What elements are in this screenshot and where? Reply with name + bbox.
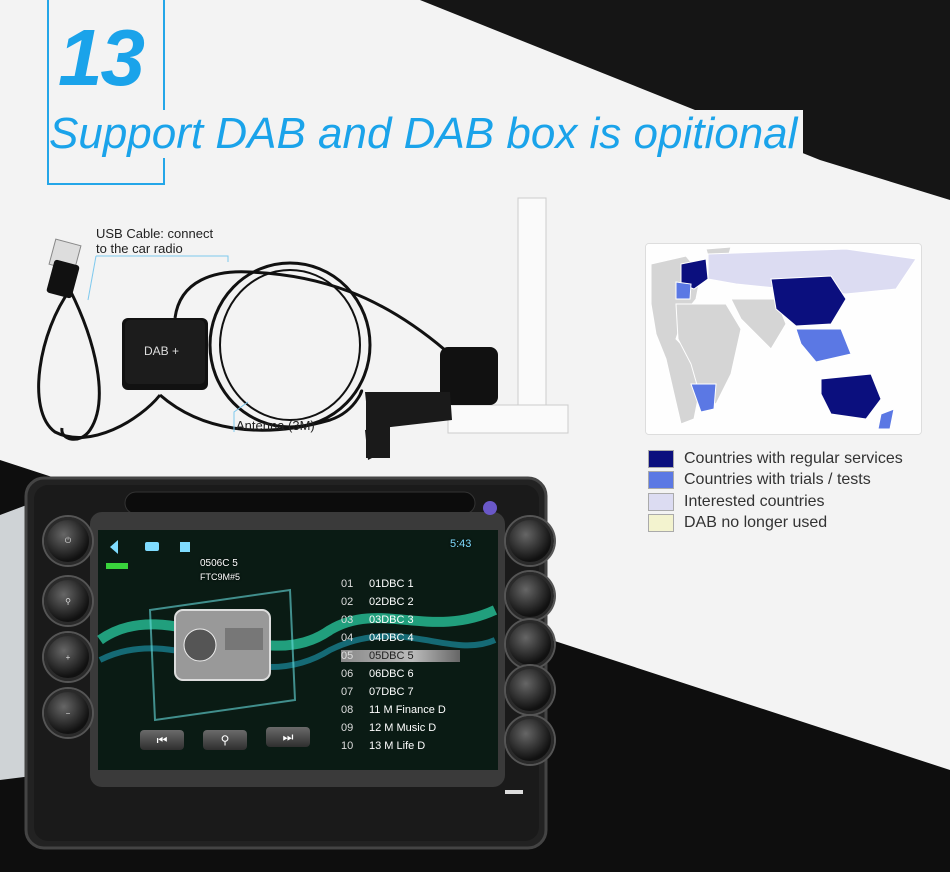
right-button-4[interactable]: [506, 666, 554, 714]
station-line1: 0506C 5: [200, 558, 238, 569]
map-legend: Countries with regular services Countrie…: [648, 448, 903, 534]
right-button-3[interactable]: [506, 620, 554, 668]
track-item[interactable]: 08 11 M Finance D: [341, 704, 446, 716]
track-name: 05DBC 5: [369, 650, 414, 662]
vol-up-button[interactable]: +: [44, 633, 92, 681]
track-item[interactable]: 10 13 M Life D: [341, 740, 425, 752]
antenna-label: Antenna (3M): [236, 418, 315, 433]
search-icon: ⚲: [220, 733, 230, 747]
track-item[interactable]: 04 04DBC 4: [341, 632, 414, 644]
track-number: 09: [341, 722, 354, 734]
track-name: 13 M Life D: [369, 740, 426, 752]
status-icons: [110, 540, 190, 554]
dab-coverage-map: [645, 243, 922, 435]
track-name: 12 M Music D: [369, 722, 437, 734]
track-item[interactable]: 06 06DBC 6: [341, 668, 414, 680]
usb-cable-label: USB Cable: connect to the car radio: [96, 226, 213, 256]
legend-label: Countries with regular services: [684, 449, 903, 467]
track-name: 02DBC 2: [369, 596, 414, 608]
status-time: 5:43: [450, 538, 472, 550]
prev-icon: ⏮: [156, 732, 168, 747]
legend-item: Countries with trials / tests: [648, 470, 903, 492]
screen-wave-art: [97, 588, 498, 722]
vol-down-button[interactable]: −: [44, 689, 92, 737]
track-number: 07: [341, 686, 354, 698]
track-name: 04DBC 4: [369, 632, 414, 644]
radio-icon: [174, 609, 271, 681]
usb-cable-label-line2: to the car radio: [96, 241, 183, 256]
legend-item: Interested countries: [648, 491, 903, 513]
track-number: 01: [341, 578, 354, 590]
track-number: 05: [341, 650, 354, 662]
legend-swatch-no-longer: [648, 514, 674, 533]
right-button-5[interactable]: [506, 716, 554, 764]
track-item[interactable]: 09 12 M Music D: [341, 722, 436, 734]
legend-item: DAB no longer used: [648, 513, 903, 535]
power-icon: ⏻: [64, 536, 72, 545]
track-item[interactable]: 01 01DBC 1: [341, 578, 414, 590]
legend-label: Countries with trials / tests: [684, 471, 871, 489]
usb-cable-label-line1: USB Cable: connect: [96, 226, 214, 241]
vol-down-icon: −: [65, 708, 71, 718]
power-button[interactable]: ⏻: [44, 517, 92, 565]
usb-plug-icon: [46, 238, 82, 299]
feature-title: Support DAB and DAB box is opitional: [49, 109, 804, 159]
track-name: 03DBC 3: [369, 614, 414, 626]
track-number: 08: [341, 704, 354, 716]
gps-icon: ⚲: [65, 596, 71, 606]
track-item[interactable]: 03 03DBC 3: [341, 614, 414, 626]
track-number: 10: [341, 740, 354, 752]
vol-up-icon: +: [65, 652, 71, 662]
track-item[interactable]: 02 02DBC 2: [341, 596, 414, 608]
dab-box: [122, 318, 208, 390]
right-button-1[interactable]: [506, 517, 554, 565]
feature-number: 13: [58, 13, 145, 102]
legend-swatch-regular: [648, 449, 674, 468]
signal-bars-icon: [106, 563, 128, 569]
legend-swatch-interested: [648, 492, 674, 511]
track-number: 03: [341, 614, 354, 626]
track-name: 06DBC 6: [369, 668, 414, 680]
prev-button[interactable]: ⏮: [140, 730, 184, 750]
dab-box-label: DAB +: [144, 344, 180, 358]
legend-label: DAB no longer used: [684, 514, 828, 532]
track-item[interactable]: 07 07DBC 7: [341, 686, 414, 698]
track-name: 07DBC 7: [369, 686, 414, 698]
antenna-module: [365, 347, 498, 460]
legend-swatch-trials: [648, 471, 674, 490]
legend-label: Interested countries: [684, 492, 825, 510]
next-button[interactable]: ⏭: [266, 727, 310, 747]
glass-antenna-strip: [447, 197, 569, 434]
gps-button[interactable]: ⚲: [44, 577, 92, 625]
track-name: 11 M Finance D: [369, 704, 446, 716]
cable-bundle: [37, 261, 446, 441]
track-item-active[interactable]: 05 05DBC 5: [341, 650, 460, 662]
track-name: 01DBC 1: [369, 578, 414, 590]
next-icon: ⏭: [282, 729, 294, 744]
track-number: 06: [341, 668, 354, 680]
feature-frame: [47, 0, 165, 185]
search-button[interactable]: ⚲: [203, 730, 247, 750]
track-number: 04: [341, 632, 354, 644]
station-line2: FTC9M#5: [200, 572, 241, 582]
legend-item: Countries with regular services: [648, 448, 903, 470]
right-button-2[interactable]: [506, 572, 554, 620]
track-number: 02: [341, 596, 354, 608]
